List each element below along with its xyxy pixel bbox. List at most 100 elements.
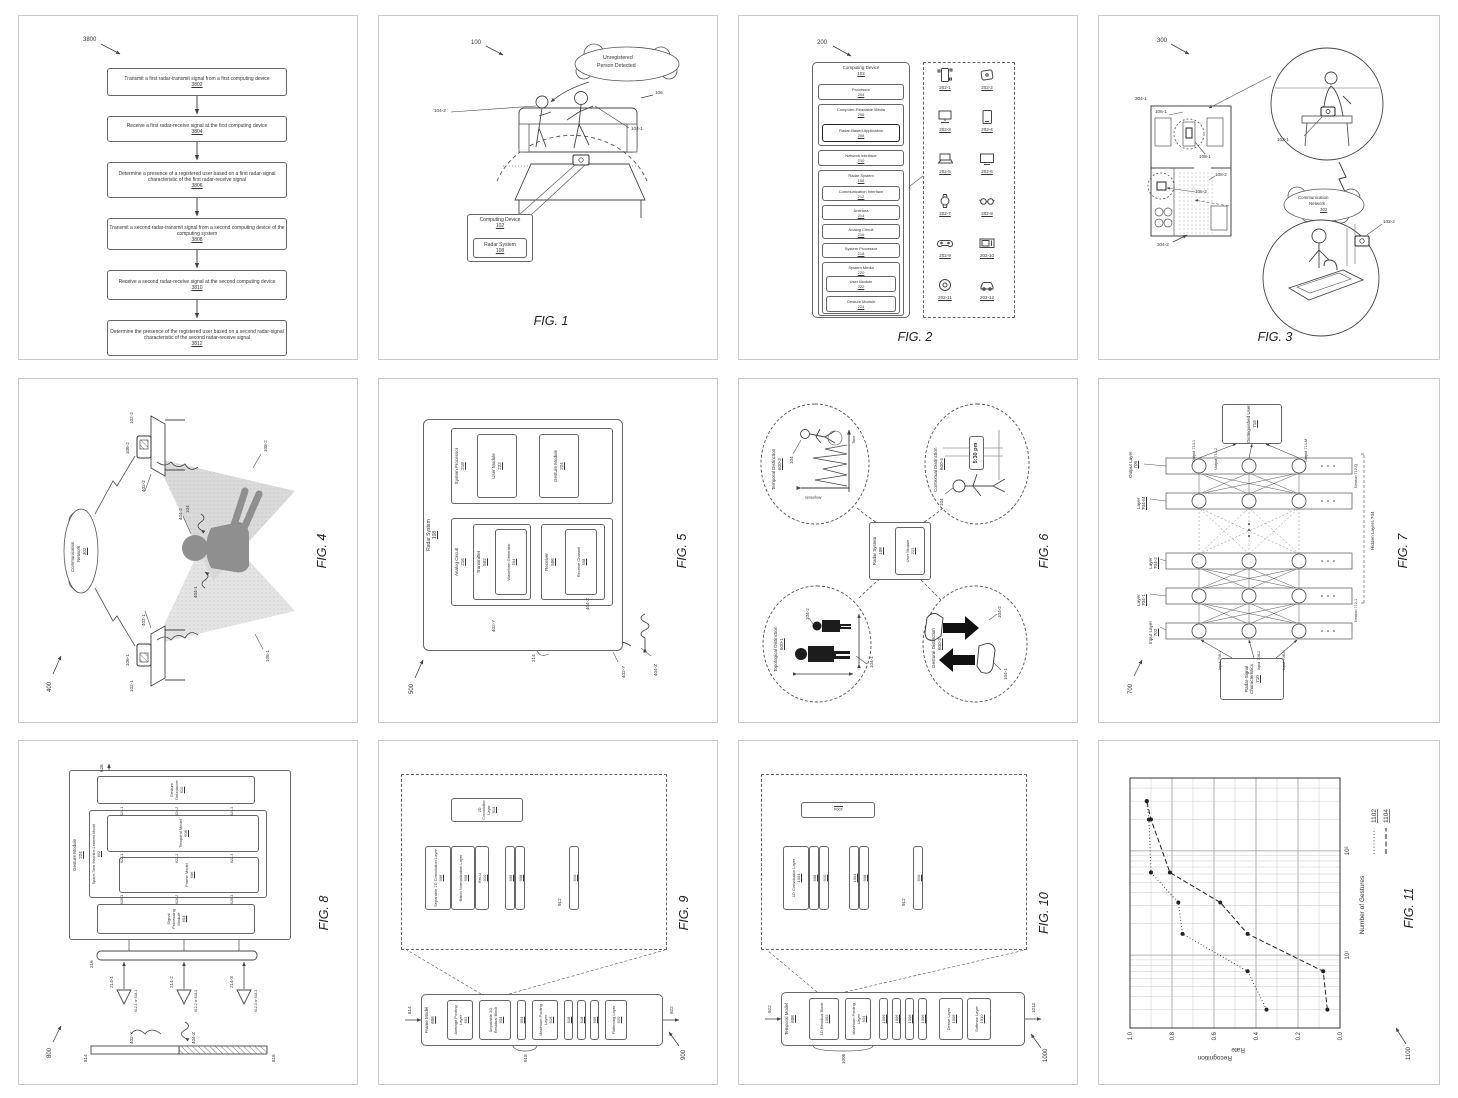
fig1-art [450,43,680,218]
thumbnail-fig-4[interactable]: 400 Communication Network 302 102-1 106-… [18,378,358,723]
arrow-label: 624-3 [230,806,234,816]
thumbnail-fig-1[interactable]: 100 Unregistered Person Detected 106 104… [378,15,718,360]
cloud-text: Person Detected [597,63,636,69]
block-strip: 918 [564,999,573,1040]
brace-label: 918 [523,1053,528,1062]
box-number: 910 [482,874,487,881]
box-number: 210 [857,158,865,163]
fig4-art [52,414,295,687]
box-number: 902 [462,1016,468,1023]
strip-number: 906 [507,874,513,881]
label-216: 216 [89,959,94,968]
strip-number: 908 [811,874,817,881]
figure-ref: 400 [47,681,53,692]
label-402-Y: 402-Y [129,1031,134,1044]
label-108-2: 108-2 [263,439,268,452]
wave-label-402-Y: 402-Y [621,665,626,678]
box-title: Average Pooling Layer [452,1004,463,1035]
device-item: 202-9 [931,234,959,258]
svg-text:0.6: 0.6 [1212,1031,1218,1040]
arrow-label: 622-2 [175,853,179,863]
label-404-Z: 404-Z [191,1031,196,1044]
label-104: 104 [789,455,794,464]
ellipse-title: Contextual Distinction [933,447,938,492]
adder-label: 912 [557,897,562,906]
figure-ref: 800 [47,1047,53,1058]
device-label: 202-6 [981,169,993,174]
device-label: 202-7 [939,211,951,216]
strip-number: 910 [915,874,921,881]
label-104: 104 [939,497,944,506]
box-title: User Module [849,279,873,284]
figure-ref: 200 [817,40,828,46]
flow-step: Receive a first radar-receive signal at … [107,116,287,142]
arrow-label: 622-3 [230,853,234,863]
cloud-number: 302 [82,547,87,555]
block-strip: 1006 [905,997,914,1040]
thumbnail-flowchart-3800[interactable]: 3800 Transmit a first radar-transmit sig… [18,15,358,360]
layer-number: 704-M [1141,496,1147,510]
signal-label: 612-2 or 618-2 [194,989,198,1012]
svg-text:1102: 1102 [1371,808,1378,822]
label-106-1: 106-1 [1155,109,1167,114]
step-number: 3808 [191,237,203,244]
strip-number: 918 [579,1016,584,1023]
output-label: 922 [669,1005,674,1014]
box-number: 108 [432,530,439,539]
label-102-2: 102-2 [129,411,134,424]
cloud-text: Unregistered [603,55,633,61]
device-label: 202-4 [981,127,993,132]
arrow-label: 620-3 [230,894,234,904]
figure-caption: FIG. 8 [317,895,331,930]
box-title: Separable 2D Residual Block [487,1006,498,1033]
neuron-label: Neuron 712-Q [1354,463,1358,488]
box-number: 604 [181,915,186,922]
cloud-text: Network [1309,201,1326,206]
block-strip: 906 [505,845,515,910]
ellipse-number: 600-3 [937,637,942,650]
label-104-1: 104-1 [1003,667,1008,680]
svg-text:1.0: 1.0 [1128,1031,1134,1040]
box-number: 108 [877,546,883,555]
figure-ref: 300 [1157,38,1168,44]
layer-number: 702 [1153,628,1159,636]
device-item: 202-12 [973,276,1001,300]
y-axis-label-line1: Recognition [1197,1054,1232,1061]
thumbnail-fig-7[interactable]: Radar-Signal Characteristics 710 Disting… [1098,378,1440,723]
thumbnail-fig-3[interactable]: 300 304-1 106-1 108-1 108-2 106-2 304-2 … [1098,15,1440,360]
box-title: Radar System [848,173,874,178]
signal-label: 612-3 or 618-3 [254,989,258,1012]
step-number: 3804 [191,129,203,135]
step-text: Receive a second radar-receive signal at… [118,278,276,285]
label-404-Z: 404-Z [585,597,590,610]
fig4-rotated: 400 Communication Network 302 102-1 106-… [33,396,343,706]
device-label: 202-5 [939,169,951,174]
figure-ref: 1100 [1406,1046,1412,1060]
vehicle-icon [980,282,994,291]
label-214-3: 214-3 [229,975,234,988]
smart-glasses-icon [979,198,995,205]
thumbnail-fig-8[interactable]: Gesture Module 224 Signal Processing Mod… [18,740,358,1085]
device-label: 202-3 [939,127,951,132]
output-label: 1012 [1031,1002,1036,1013]
strip-number: 918 [566,1016,571,1023]
flow-step: Transmit a second radar-transmit signal … [107,218,287,250]
box-number: 716 [1252,419,1257,428]
y-axis-label-line2: Rate [1231,1046,1245,1053]
strip-number: 1004 [851,873,857,882]
box-title: Radar-Signal Characteristics [1243,663,1255,694]
device-item: 202-11 [931,276,959,300]
box-number: 224 [857,304,865,309]
box-title: Processor [851,87,870,92]
